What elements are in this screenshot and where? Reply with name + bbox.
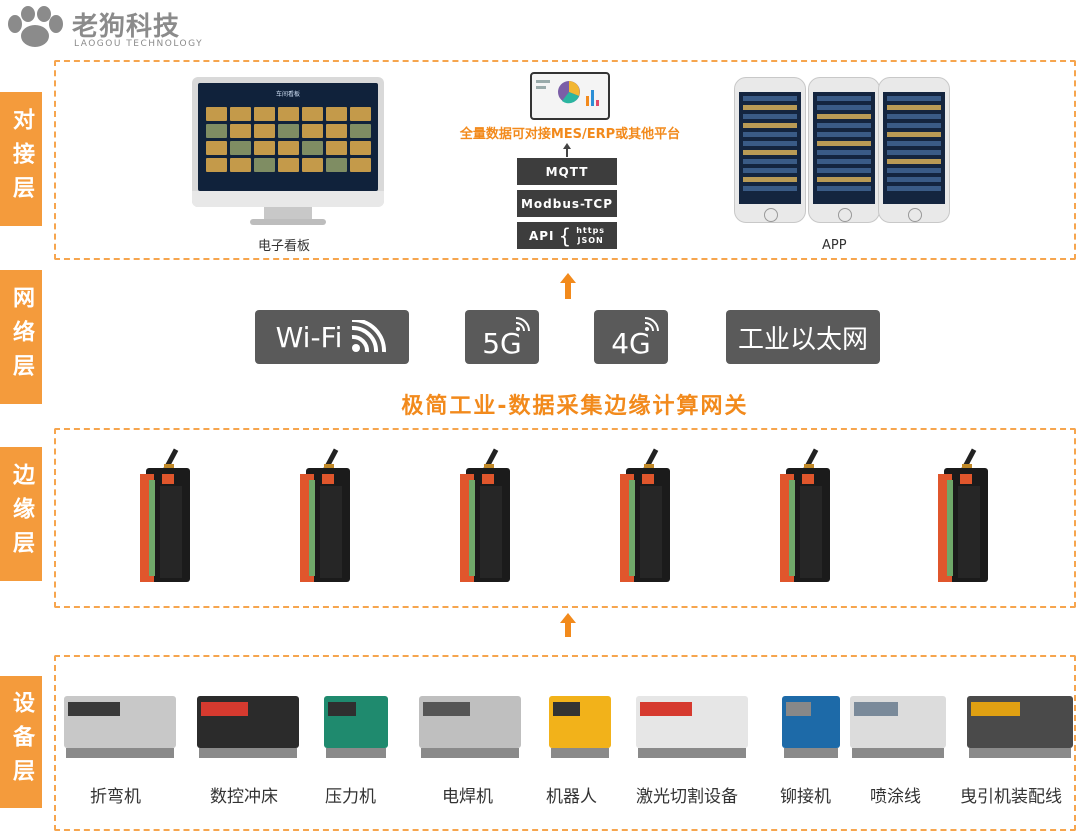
- layer-tab-integration: 对接层: [0, 92, 42, 226]
- home-button-icon: [838, 208, 852, 222]
- arrow-up-icon: [560, 613, 576, 623]
- arrow-stem: [565, 283, 571, 299]
- layer-tab-label: 对接层: [9, 108, 34, 210]
- machine-illustration: [322, 680, 390, 766]
- machine-illustration: [62, 680, 178, 766]
- layer-tab-edge: 边缘层: [0, 447, 42, 581]
- edge-gateway-device: [298, 446, 358, 586]
- network-label: 5G: [482, 326, 522, 360]
- gateway-title: 极简工业-数据采集边缘计算网关: [401, 394, 749, 419]
- brace-glyph: {: [558, 223, 573, 248]
- device-label: 喷涂线: [870, 787, 921, 807]
- dashboard-monitor: 车间看板: [192, 77, 384, 227]
- device-label: 曳引机装配线: [960, 787, 1062, 807]
- edge-gateway-device: [778, 446, 838, 586]
- platform-note: 全量数据可对接MES/ERP或其他平台: [459, 127, 681, 142]
- machine-illustration: [195, 680, 301, 766]
- app-label: APP: [822, 238, 847, 253]
- machine-illustration: [634, 680, 750, 766]
- network-label: 工业以太网: [737, 324, 868, 355]
- machine-illustration: [417, 680, 523, 766]
- machine-illustration: [965, 680, 1075, 766]
- protocol-mqtt: MQTT: [517, 158, 617, 185]
- network-wifi: Wi-Fi: [255, 310, 409, 364]
- layer-tab-device: 设备层: [0, 676, 42, 808]
- api-json: JSON: [577, 235, 604, 245]
- device-label: 铆接机: [780, 787, 831, 807]
- signal-icon: [515, 317, 530, 332]
- phone-mockup: [808, 77, 880, 223]
- protocol-modbus: Modbus-TCP: [517, 190, 617, 217]
- api-https: https: [576, 225, 606, 235]
- machine-illustration: [780, 680, 842, 766]
- device-label: 电焊机: [442, 787, 493, 807]
- layer-tab-label: 设备层: [9, 691, 34, 793]
- edge-gateway-device: [936, 446, 996, 586]
- chart-graphic-icon: [536, 80, 599, 106]
- brand-logo: 老狗科技 LAOGOU TECHNOLOGY: [6, 4, 226, 52]
- analytics-tablet: [530, 72, 610, 120]
- layer-tab-network: 网络层: [0, 270, 42, 404]
- arrow-up-icon: [563, 143, 571, 149]
- signal-icon: [644, 317, 659, 332]
- device-label: 数控冲床: [210, 787, 278, 807]
- device-label: 折弯机: [90, 787, 141, 807]
- monitor-bezel: 车间看板: [192, 77, 384, 207]
- screen-title: 车间看板: [275, 91, 300, 98]
- phone-screen: [883, 92, 945, 204]
- layer-tab-label: 边缘层: [9, 463, 34, 565]
- network-4g: 4G: [594, 310, 668, 364]
- home-button-icon: [764, 208, 778, 222]
- network-ethernet: 工业以太网: [726, 310, 880, 364]
- edge-gateway-device: [618, 446, 678, 586]
- monitor-screen: 车间看板: [198, 83, 378, 191]
- phone-screen: [739, 92, 801, 204]
- monitor-base: [250, 219, 326, 225]
- edge-frame: [54, 428, 1076, 608]
- layer-tab-label: 网络层: [9, 286, 34, 388]
- machine-illustration: [848, 680, 948, 766]
- protocol-label: Modbus-TCP: [520, 196, 614, 211]
- api-formats: https JSON: [576, 226, 605, 246]
- dashboard-label: 电子看板: [258, 239, 311, 254]
- protocol-label: API: [528, 228, 555, 243]
- arrow-up-icon: [560, 273, 576, 283]
- brand-name-en: LAOGOU TECHNOLOGY: [74, 39, 204, 49]
- network-label: Wi-Fi: [275, 320, 343, 354]
- monitor-chin: [192, 191, 384, 207]
- edge-gateway-device: [138, 446, 198, 586]
- protocol-api: API { https JSON: [517, 222, 617, 249]
- protocol-label: MQTT: [545, 164, 589, 179]
- home-button-icon: [908, 208, 922, 222]
- edge-gateway-device: [458, 446, 518, 586]
- screen-grid: [206, 107, 371, 172]
- monitor-stand: [264, 207, 312, 221]
- phone-screen: [813, 92, 875, 204]
- integration-frame: [54, 60, 1076, 260]
- device-label: 压力机: [325, 787, 376, 807]
- phone-mockup: [878, 77, 950, 223]
- arrow-stem: [566, 148, 568, 157]
- brand-name: 老狗科技: [72, 12, 181, 42]
- device-frame: [54, 655, 1076, 831]
- phone-mockup: [734, 77, 806, 223]
- device-label: 激光切割设备: [636, 787, 738, 807]
- network-label: 4G: [611, 326, 651, 360]
- device-label: 机器人: [546, 787, 597, 807]
- paw-logo-icon: [8, 6, 63, 47]
- wifi-signal-icon: [352, 320, 387, 353]
- machine-illustration: [547, 680, 613, 766]
- arrow-stem: [565, 623, 571, 637]
- network-5g: 5G: [465, 310, 539, 364]
